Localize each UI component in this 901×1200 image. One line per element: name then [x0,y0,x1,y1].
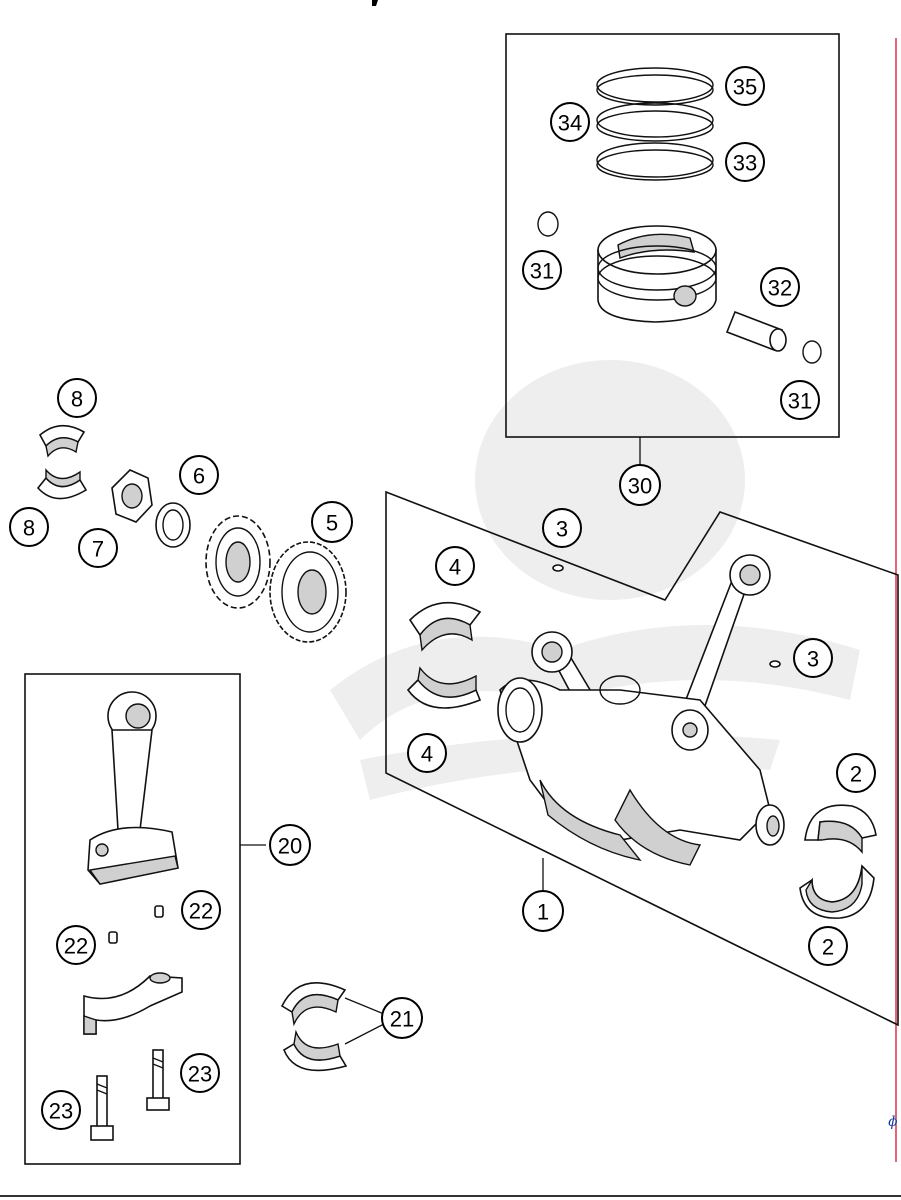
callout-34: 34 [550,102,590,142]
piston-pin [725,310,787,352]
bearing-shell-lower [36,468,88,500]
piston-group-box [505,33,840,438]
conrod-cap [83,972,183,1035]
svg-text:32: 32 [768,276,792,301]
svg-text:23: 23 [49,1099,73,1124]
svg-text:8: 8 [71,387,83,412]
dowel-pin-upper [552,564,564,572]
svg-text:22: 22 [189,899,213,924]
svg-text:3: 3 [556,517,568,542]
callout-31-right: 31 [780,380,820,420]
main-bearing-upper-left [408,601,482,652]
main-bearing-lower-left [406,666,482,709]
callout-8-lower: 8 [9,507,49,547]
callout-23-left: 23 [41,1090,81,1130]
dowel-sleeve-right [154,905,164,918]
header-fragment [372,0,378,6]
svg-text:31: 31 [788,389,812,414]
callout-6: 6 [179,455,219,495]
svg-text:35: 35 [733,75,757,100]
svg-text:34: 34 [558,111,582,136]
svg-text:3: 3 [807,647,819,672]
callout-3-right: 3 [793,638,833,678]
callout-2-lower: 2 [808,926,848,966]
main-bearing-upper-right [804,804,877,854]
connecting-rod [87,691,179,885]
callout-32: 32 [760,267,800,307]
svg-text:2: 2 [822,935,834,960]
callout-4-lower: 4 [407,733,447,773]
callout-1: 1 [522,890,564,932]
piston [597,225,717,323]
hex-nut [111,469,153,523]
svg-text:2: 2 [850,762,862,787]
svg-text:20: 20 [278,834,302,859]
gear-wheel [269,541,347,643]
circlip-left [537,211,559,237]
piston-rings [596,67,714,181]
callout-20: 20 [269,824,311,866]
conrod-bolt-left [90,1075,114,1141]
svg-text:21: 21 [390,1007,414,1032]
callout-30: 30 [619,464,661,506]
callout-8-upper: 8 [57,378,97,418]
conrod-bearing-upper [280,982,347,1027]
callout-22-right: 22 [181,890,221,930]
callout-33: 33 [725,142,765,182]
page-marker: ɸ [888,1114,898,1130]
circlip-right [802,340,822,364]
svg-text:4: 4 [421,742,433,767]
dowel-sleeve-left [108,931,118,944]
callout-23-right: 23 [180,1053,220,1093]
svg-text:4: 4 [449,555,461,580]
conrod-bearing-lower [283,1029,348,1072]
thrust-washer [155,502,191,548]
callout-3-upper: 3 [542,508,582,548]
svg-text:8: 8 [23,516,35,541]
svg-text:30: 30 [628,474,652,499]
callout-7: 7 [78,528,118,568]
svg-text:1: 1 [537,900,549,925]
conrod-bolt-right [146,1049,170,1111]
svg-text:23: 23 [188,1062,212,1087]
svg-text:33: 33 [733,151,757,176]
svg-text:22: 22 [64,934,88,959]
callout-35: 35 [725,66,765,106]
crankshaft-assembly [497,554,785,866]
svg-text:6: 6 [193,464,205,489]
callout-2-upper: 2 [836,753,876,793]
callout-31-left: 31 [522,250,562,290]
svg-text:5: 5 [326,511,338,536]
callout-21: 21 [381,997,423,1039]
crankshaft-group-box [385,490,899,1027]
sprocket-wheel [205,515,271,609]
dowel-pin-right [769,660,781,668]
main-bearing-lower-right [799,864,875,919]
conrod-group-box [24,673,241,1165]
bearing-shell-upper [38,424,86,458]
svg-text:31: 31 [530,259,554,284]
svg-text:7: 7 [92,537,104,562]
callout-22-left: 22 [56,925,96,965]
callout-5: 5 [311,501,353,543]
callout-4-upper: 4 [435,546,475,586]
